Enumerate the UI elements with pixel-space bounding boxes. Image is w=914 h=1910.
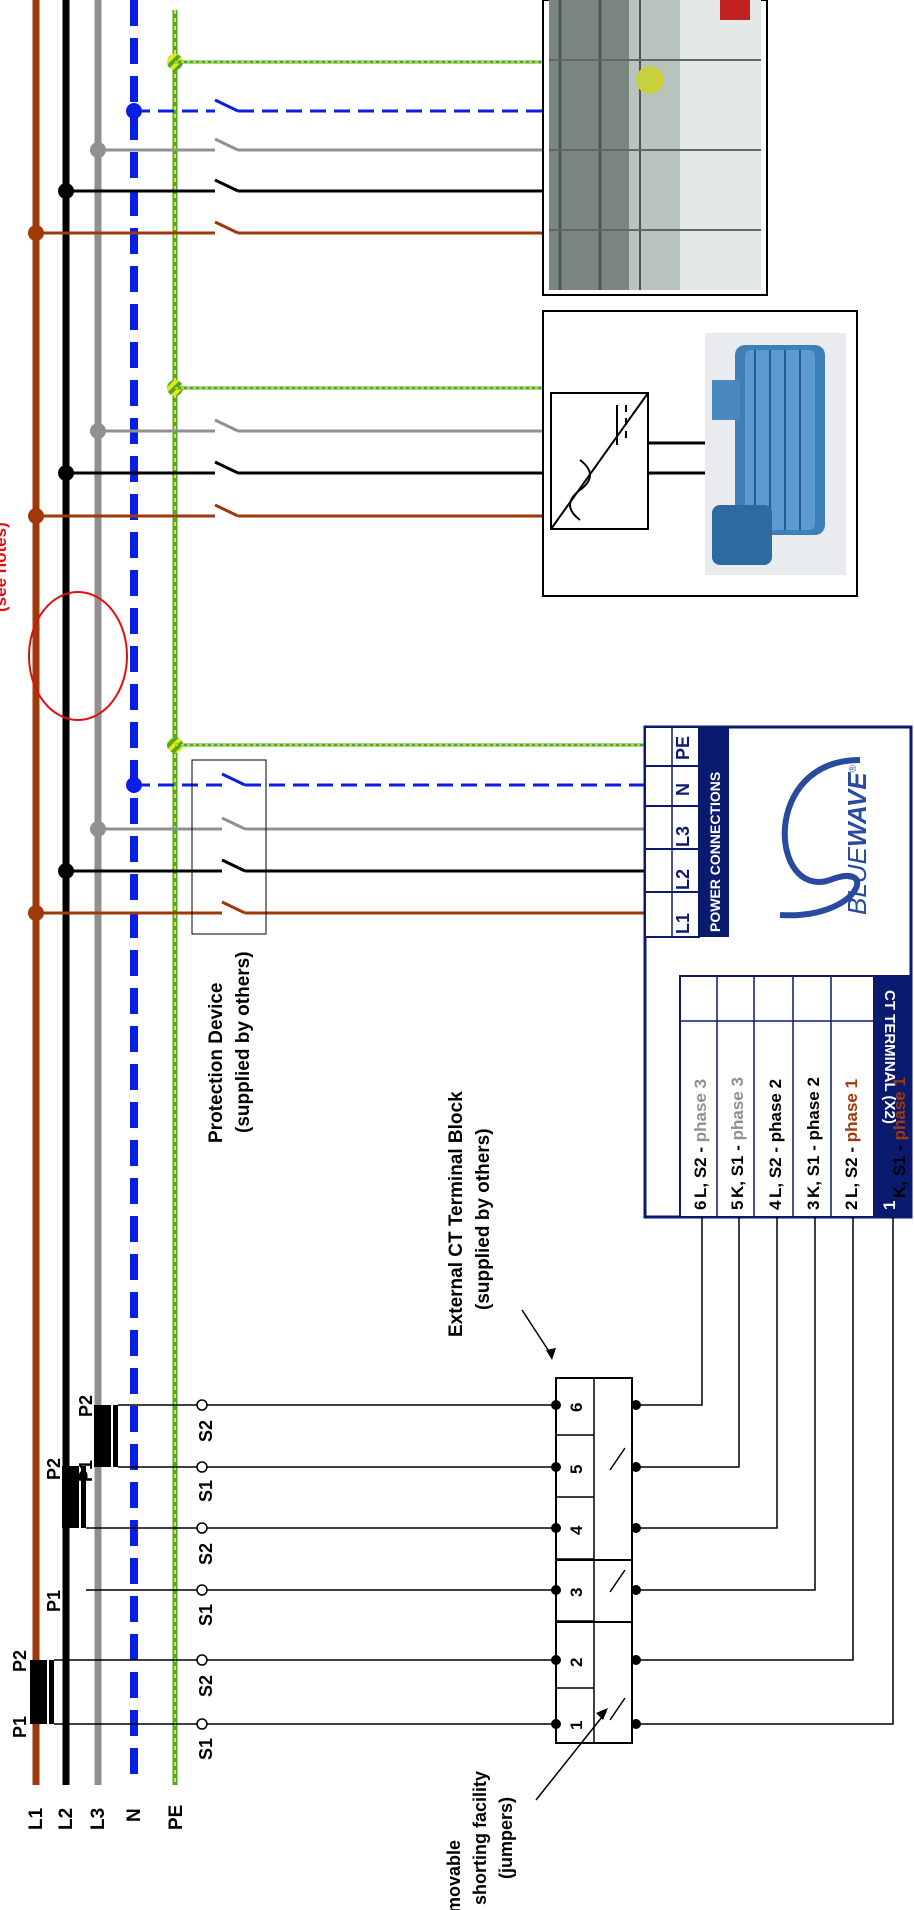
power-terminal-l1: L1 [673,913,693,934]
ct-row-text: L, S2 - phase 3 [691,1079,710,1198]
external-ct-sublabel: (supplied by others) [473,1128,494,1310]
ct-signal-wires [636,1217,894,1725]
ct-phase-2 [62,1466,560,1596]
ct-row-text: K, S1 - phase 1 [890,1077,909,1198]
power-terminal-l3: L3 [673,826,693,847]
ct-row-num: 6 [691,1201,710,1210]
ct1-p2-label: P2 [10,1650,30,1672]
tb-num-5: 5 [567,1465,586,1474]
ct1-p1-label: P1 [10,1716,30,1738]
ct2-s1-label: S1 [196,1604,216,1626]
tb-num-6: 6 [567,1403,586,1412]
protection-device-box [191,759,267,935]
ct2-p1-label: P1 [44,1590,64,1612]
ct-terminal-title: CT TERMINAL (X2) [881,990,898,1124]
ct3-p2-label: P2 [76,1395,96,1417]
external-ct-arrow [521,1309,553,1357]
ct-row-text: K, S1 - phase 3 [728,1077,747,1198]
external-ct-label: External CT Terminal Block [446,1091,467,1337]
load-1-feeders [28,54,543,241]
tb-num-2: 2 [567,1658,586,1667]
shorting-label-3: (jumpers) [496,1797,516,1879]
ct2-p2-label: P2 [44,1458,64,1480]
ct-row-text: L, S2 - phase 1 [842,1079,861,1198]
ct-row-num: 4 [766,1200,785,1210]
power-connections-title: POWER CONNECTIONS [707,772,723,932]
ct-row-num: 1 [880,1201,899,1210]
bluewave-unit [643,725,913,1219]
power-terminal-pe: PE [673,736,693,760]
bluewave-logo-mark [779,757,861,919]
bus-label-pe: PE [166,1805,187,1830]
protection-device-sublabel: (supplied by others) [233,951,254,1133]
ct3-s1-label: S1 [196,1480,216,1502]
ct-phase-1 [30,1654,560,1730]
vfd-motor-block [542,310,858,597]
load-photo-hall [542,0,768,296]
protection-device-label: Protection Device [206,983,227,1144]
load-2-feeders [28,380,543,524]
ct1-s1-label: S1 [196,1738,216,1760]
load-3-feeders [28,737,645,935]
ct-row-text: K, S1 - phase 2 [804,1077,823,1198]
shorting-arrow [535,1711,607,1801]
ct-row-num: 2 [842,1201,861,1210]
ct-phase-3 [94,1399,560,1473]
ct3-p1-label: P1 [76,1460,96,1482]
bus-label-l1: L1 [26,1807,47,1830]
ct-row-text: L, S2 - phase 2 [766,1079,785,1198]
ct1-s2-label: S2 [196,1675,216,1697]
tb-num-4: 4 [567,1525,586,1535]
shorting-label-2: shorting facility [470,1771,490,1905]
ct2-s2-label: S2 [196,1543,216,1565]
shorting-label-1: Removable [444,1840,464,1910]
tb-num-3: 3 [567,1588,586,1597]
bluewave-logo-text: BLUEWAVE® [842,764,872,915]
see-notes-label: (see notes) [0,522,10,612]
bus-label-n: N [124,1808,145,1822]
motor-photo [705,333,846,575]
external-ct-terminal-block [551,1377,641,1744]
note-circle [28,591,128,721]
ct3-s2-label: S2 [196,1420,216,1442]
power-terminal-l2: L2 [673,869,693,890]
ct-row-num: 5 [728,1201,747,1210]
power-terminal-n: N [673,783,693,796]
bus-label-l2: L2 [56,1808,77,1830]
tb-num-1: 1 [567,1721,586,1730]
bus-label-l3: L3 [88,1808,109,1830]
ct-row-num: 3 [804,1201,823,1210]
ct-terminal-rows: 6 L, S2 - phase 3 5 K, S1 - phase 3 4 L,… [691,1077,909,1210]
